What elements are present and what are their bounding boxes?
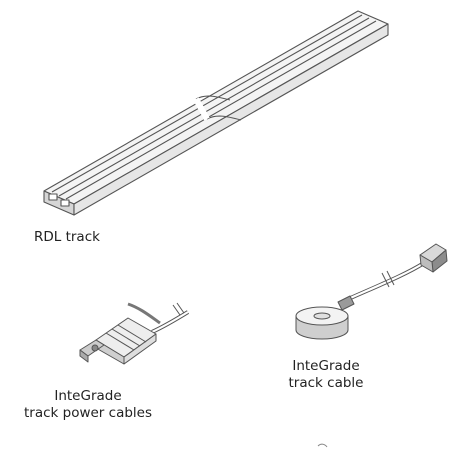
track-cable-puck-illustration [295, 243, 448, 340]
rdl-track-illustration [43, 10, 389, 216]
power-cable-connector-illustration [79, 302, 190, 365]
power-cables-label: InteGrade track power cables [10, 388, 166, 422]
track-cable-label: InteGrade track cable [266, 358, 386, 392]
track-cable-label-line2: track cable [288, 375, 364, 391]
corner-mark [317, 443, 328, 448]
power-cables-label-line1: InteGrade [54, 388, 122, 404]
power-cables-label-line2: track power cables [23, 405, 153, 421]
rdl-track-label: RDL track [34, 229, 100, 245]
track-cable-label-line1: InteGrade [292, 358, 360, 374]
